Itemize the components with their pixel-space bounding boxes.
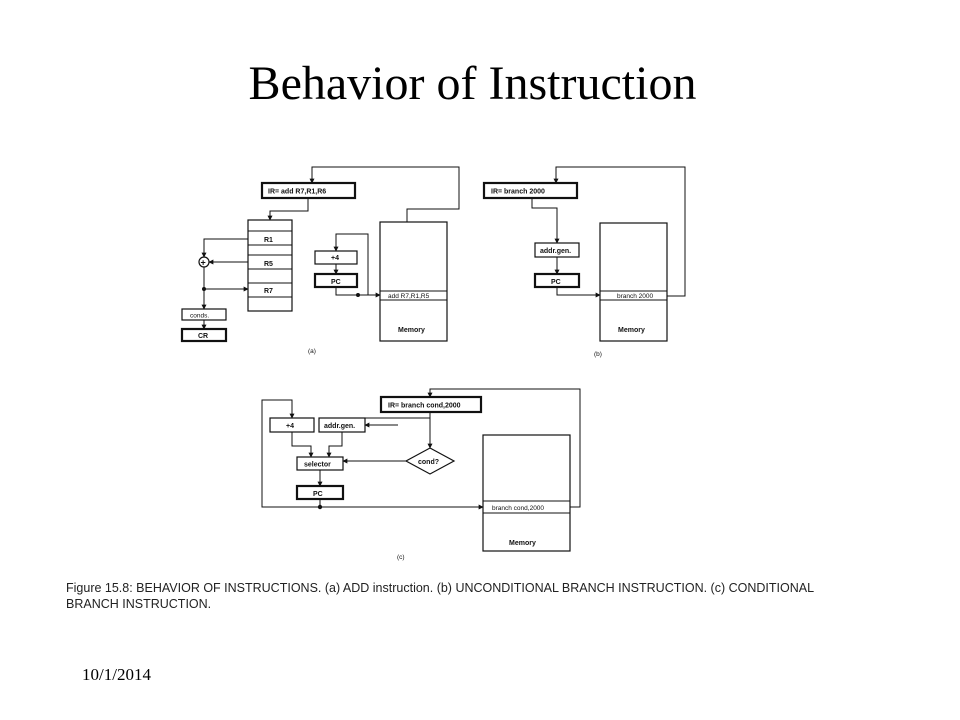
a-memory-box bbox=[379, 221, 448, 342]
diagram-a: IR= add R7,R1,R6 R1 R5 R7 + conds. CR +4… bbox=[180, 166, 460, 355]
a-cr-label: CR bbox=[198, 333, 208, 340]
a-memory-label: Memory bbox=[398, 327, 425, 334]
a-reg-r7: R7 bbox=[264, 288, 273, 295]
c-cond-label: cond? bbox=[418, 459, 439, 466]
c-inc-label: +4 bbox=[286, 423, 294, 430]
a-panel-label: (a) bbox=[308, 348, 316, 355]
a-memory-row: add R7,R1,R5 bbox=[388, 293, 430, 300]
c-memory-label: Memory bbox=[509, 540, 536, 547]
slide-title: Behavior of Instruction bbox=[248, 57, 697, 110]
c-selector-label: selector bbox=[304, 462, 331, 469]
b-panel-label: (b) bbox=[594, 351, 602, 358]
slide-date: 10/1/2014 bbox=[82, 665, 151, 684]
c-panel-label: (c) bbox=[397, 554, 405, 561]
b-memory-row: branch 2000 bbox=[617, 293, 654, 300]
a-adder-symbol: + bbox=[201, 258, 206, 268]
b-pc-label: PC bbox=[551, 279, 561, 286]
c-memory-box bbox=[482, 434, 571, 552]
a-reg-r1: R1 bbox=[264, 237, 273, 244]
c-cond-diamond bbox=[404, 447, 456, 475]
b-memory-label: Memory bbox=[618, 327, 645, 334]
c-pc-label: PC bbox=[313, 491, 323, 498]
a-pc-label: PC bbox=[331, 279, 341, 286]
diagram-b: IR= branch 2000 addr.gen. PC branch 2000… bbox=[482, 166, 686, 358]
diagram-c: IR= branch cond,2000 +4 addr.gen. select… bbox=[261, 388, 581, 561]
figure-caption: Figure 15.8: BEHAVIOR OF INSTRUCTIONS. (… bbox=[66, 581, 814, 611]
b-addr-gen-label: addr.gen. bbox=[540, 248, 571, 255]
c-memory-row: branch cond,2000 bbox=[492, 505, 544, 512]
b-memory-box bbox=[599, 222, 668, 342]
b-ir-box bbox=[482, 181, 579, 200]
c-ir-label: IR= branch cond,2000 bbox=[388, 403, 461, 410]
a-inc-label: +4 bbox=[331, 255, 339, 262]
c-addr-gen-label: addr.gen. bbox=[324, 423, 355, 430]
a-register-file bbox=[247, 219, 293, 312]
a-conds-label: conds. bbox=[190, 313, 209, 320]
a-reg-r5: R5 bbox=[264, 261, 273, 268]
a-ir-label: IR= add R7,R1,R6 bbox=[268, 189, 326, 196]
b-ir-label: IR= branch 2000 bbox=[491, 189, 545, 196]
